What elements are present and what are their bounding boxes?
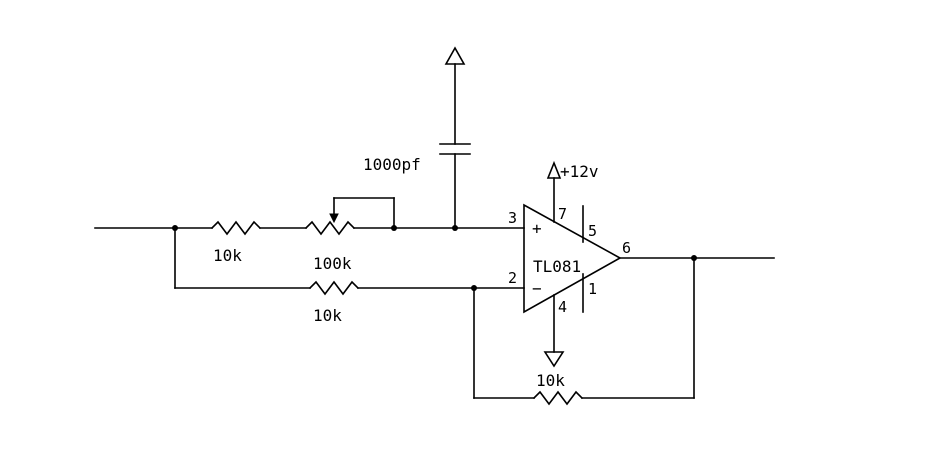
feedback-loop [473, 257, 695, 406]
opamp-tl081 [523, 160, 622, 368]
resistor-input-10k [210, 220, 307, 236]
label-supply: +12v [560, 162, 599, 181]
potentiometer-100k [304, 197, 397, 236]
label-r-input: 10k [213, 246, 242, 265]
label-opamp-part: TL081 [533, 257, 581, 276]
input-wire [94, 225, 311, 289]
capacitor-1000pf [439, 46, 471, 229]
label-r-lower: 10k [313, 306, 342, 325]
pin-6-label: 6 [622, 239, 631, 257]
pin-5-label: 5 [588, 222, 597, 240]
pin-7-label: 7 [558, 205, 567, 223]
pin-3-label: 3 [508, 209, 517, 227]
ground-arrow-icon [543, 351, 565, 368]
pin-1-label: 1 [588, 280, 597, 298]
label-plus-sign: + [532, 219, 542, 238]
vplus-supply-arrow-icon [546, 160, 562, 179]
label-capacitor: 1000pf [363, 155, 421, 174]
output-wire [619, 255, 775, 261]
label-potentiometer: 100k [313, 254, 352, 273]
resistor-lower-10k [308, 280, 525, 296]
noninv-input-wire [393, 225, 525, 231]
pot-wiper-arrow [329, 213, 339, 224]
cap-supply-arrow-icon [444, 46, 466, 65]
label-r-feedback: 10k [536, 371, 565, 390]
output-junction-dot [691, 255, 697, 261]
pin-4-label: 4 [558, 298, 567, 316]
pin-2-label: 2 [508, 269, 517, 287]
label-minus-sign: − [532, 279, 542, 298]
resistor-feedback-10k [532, 390, 584, 406]
